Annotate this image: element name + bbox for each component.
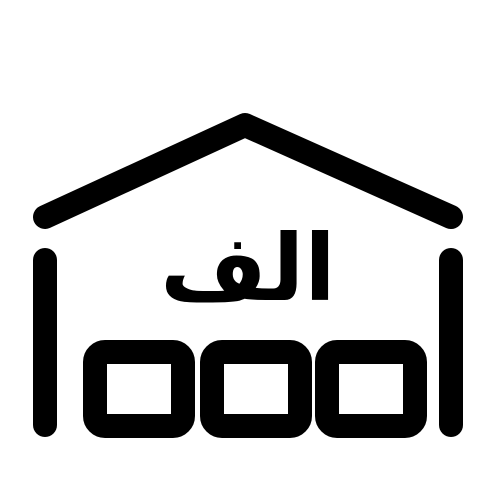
boxes-group	[83, 340, 427, 438]
box-right	[315, 340, 427, 438]
arabic-mark: الف	[160, 215, 336, 322]
box-middle	[200, 340, 312, 438]
box-left	[83, 340, 195, 438]
roof-stroke	[33, 113, 463, 229]
